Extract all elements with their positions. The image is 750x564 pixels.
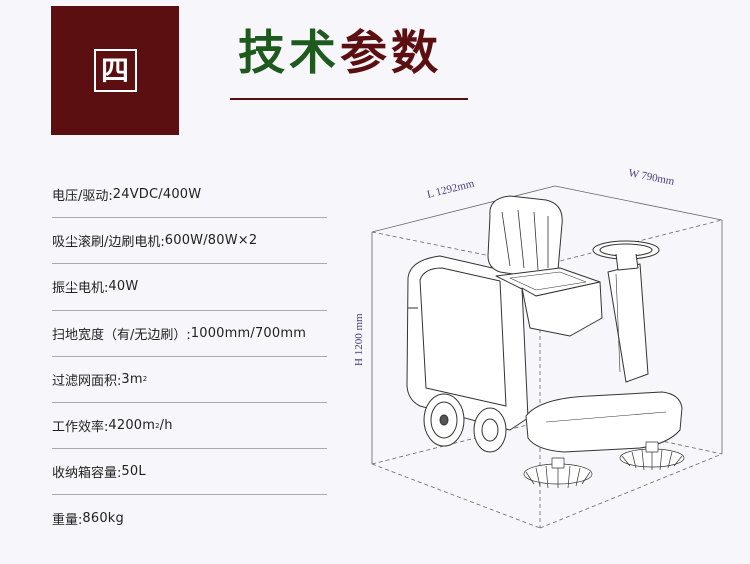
page-title-part1: 技术 <box>238 26 340 81</box>
spec-value: 1000mm/700mm <box>190 325 307 341</box>
page-title-part2: 参数 <box>340 26 442 81</box>
section-number: 四 <box>100 53 129 87</box>
spec-value: 50L <box>121 464 146 480</box>
spec-row: 收纳箱容量: 50L <box>52 449 327 496</box>
spec-key: 工作效率: <box>52 420 109 436</box>
spec-key: 收纳箱容量: <box>52 466 122 482</box>
spec-row: 重量: 860kg <box>52 495 327 541</box>
spec-value: 4200m <box>108 418 156 434</box>
spec-value: 40W <box>108 279 139 295</box>
spec-key: 过滤网面积: <box>52 373 122 389</box>
spec-key: 电压/驱动: <box>52 189 113 205</box>
spec-key: 振尘电机: <box>52 281 109 297</box>
side-brush-right <box>619 441 685 471</box>
side-brush-left <box>523 457 593 489</box>
sweeper-dimension-drawing: L 1292mm W 790mm H 1200 mm <box>353 168 723 529</box>
section-number-badge: 四 <box>51 6 179 135</box>
spec-key: 吸尘滚刷/边刷电机: <box>52 235 165 251</box>
spec-key: 重量: <box>52 512 83 528</box>
width-dimension-label: W 790mm <box>627 168 675 188</box>
spec-value-tail: /h <box>159 418 173 434</box>
height-dimension-label: H 1200 mm <box>353 313 365 366</box>
spec-list: 电压/驱动: 24VDC/400W 吸尘滚刷/边刷电机: 600W/80W×2 … <box>52 172 327 542</box>
page-title: 技术参数 <box>238 30 442 77</box>
title-underline <box>230 98 468 100</box>
spec-value: 3m <box>121 371 143 387</box>
spec-key: 扫地宽度（有/无边刷）: <box>52 327 191 343</box>
spec-row: 吸尘滚刷/边刷电机: 600W/80W×2 <box>52 218 327 265</box>
spec-row: 振尘电机: 40W <box>52 264 327 311</box>
sweeper-machine <box>406 195 685 489</box>
spec-value: 860kg <box>82 510 124 526</box>
section-number-box: 四 <box>93 49 137 92</box>
spec-value-superscript: 2 <box>155 421 160 430</box>
length-dimension-label: L 1292mm <box>426 178 476 201</box>
spec-row: 扫地宽度（有/无边刷）: 1000mm/700mm <box>52 311 327 357</box>
spec-value-superscript: 2 <box>142 375 148 384</box>
spec-row: 电压/驱动: 24VDC/400W <box>52 172 327 219</box>
spec-value: 600W/80W×2 <box>164 233 258 249</box>
spec-value: 24VDC/400W <box>112 187 202 203</box>
